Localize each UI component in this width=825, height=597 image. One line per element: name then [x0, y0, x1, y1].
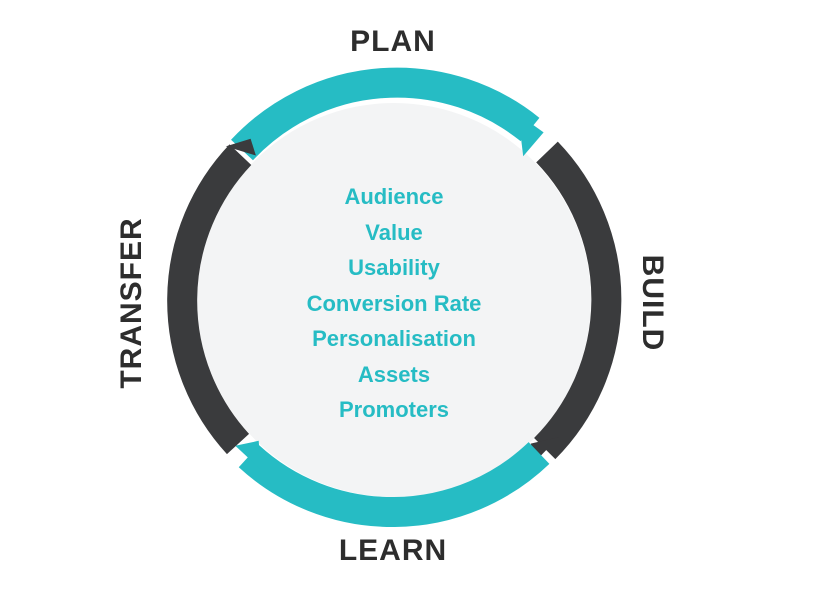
phase-label-transfer: TRANSFER — [115, 217, 148, 389]
center-disc — [197, 103, 591, 497]
center-item-list: Audience Value Usability Conversion Rate… — [307, 179, 482, 428]
plan-arrowhead — [518, 114, 544, 157]
center-item-audience: Audience — [344, 183, 444, 209]
center-item-promoters: Promoters — [338, 396, 450, 422]
center-item-assets: Assets — [357, 361, 431, 387]
build-arc — [533, 141, 622, 460]
phase-label-plan: PLAN — [350, 25, 436, 58]
phase-label-build: BUILD — [636, 254, 669, 352]
center-item-personalisation: Personalisation — [312, 325, 476, 351]
transfer-arrowhead — [225, 138, 256, 156]
transfer-arc — [167, 144, 252, 455]
plan-arc — [231, 67, 540, 161]
center-item-conversion-rate: Conversion Rate — [306, 290, 482, 316]
center-item-value: Value — [365, 219, 423, 245]
center-item-usability: Usability — [348, 254, 440, 280]
learn-arrowhead — [235, 440, 261, 470]
phase-label-learn: LEARN — [338, 534, 448, 567]
learn-arc — [238, 442, 550, 527]
